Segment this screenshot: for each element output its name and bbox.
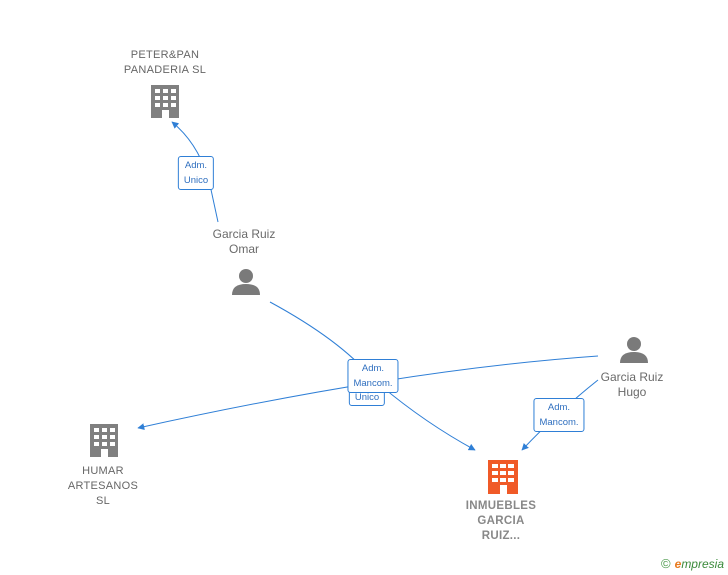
- person-label-omar[interactable]: Garcia Ruiz Omar: [212, 227, 276, 256]
- building-icon[interactable]: [151, 85, 179, 118]
- building-icon[interactable]: [90, 424, 118, 457]
- brand-logo: ©empresia: [661, 556, 724, 571]
- person-icon[interactable]: [620, 337, 648, 363]
- edge-label-adm-mancom: Adm. Mancom.: [347, 359, 399, 393]
- person-icon[interactable]: [232, 269, 260, 295]
- company-label-inmuebles[interactable]: INMUEBLES GARCIA RUIZ...: [465, 500, 537, 542]
- edge-label-adm-mancom-hugo: Adm. Mancom.: [533, 398, 585, 432]
- building-icon-focus[interactable]: [488, 460, 518, 494]
- person-label-hugo[interactable]: Garcia Ruiz Hugo: [600, 370, 664, 399]
- company-label-peterpan[interactable]: PETER&PAN PANADERIA SL: [123, 49, 207, 76]
- company-label-humar[interactable]: HUMAR ARTESANOS SL: [67, 465, 139, 507]
- edge-label-adm-unico: Adm. Unico: [177, 156, 215, 190]
- copyright-icon: ©: [661, 556, 671, 571]
